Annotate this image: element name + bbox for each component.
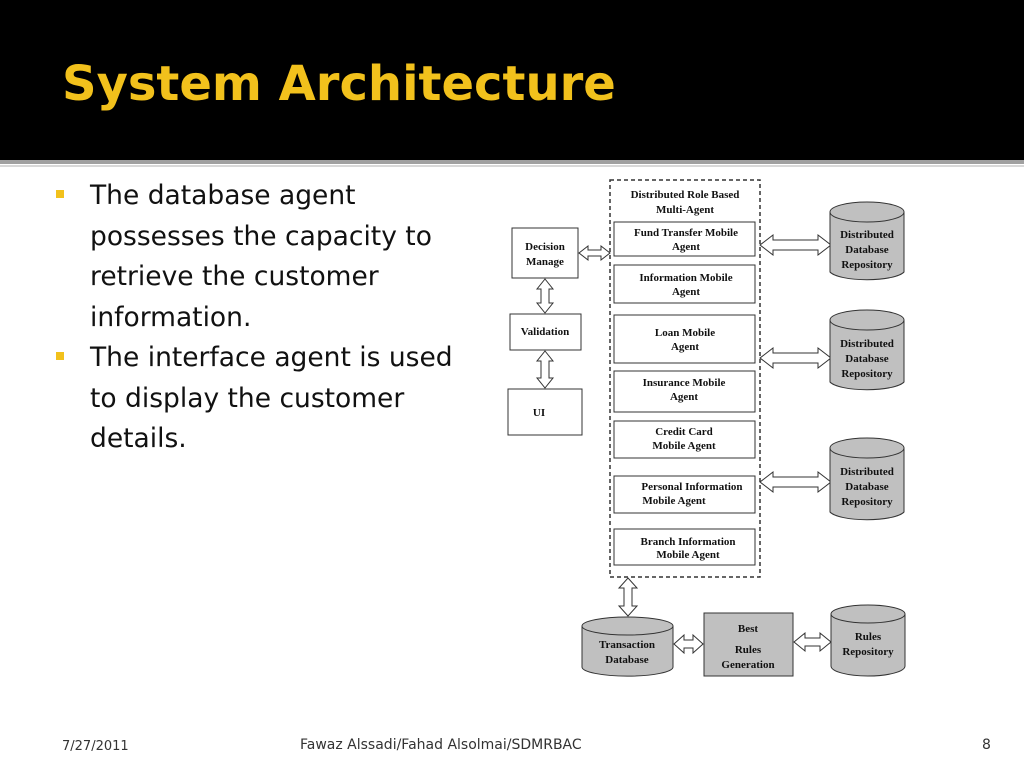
validation-box: Validation [509, 313, 582, 351]
double-arrow-icon [793, 631, 832, 653]
bullet-square-icon [56, 352, 64, 360]
bullet-text: The database agent possesses the capacit… [90, 180, 432, 333]
double-arrow-icon [578, 244, 611, 262]
footer-date: 7/27/2011 [62, 739, 129, 754]
page-number: 8 [982, 737, 991, 753]
bullet-item: The interface agent is used to display t… [52, 338, 482, 460]
double-arrow-icon [535, 278, 555, 389]
svg-text:Validation: Validation [521, 326, 570, 338]
bullet-square-icon [56, 190, 64, 198]
header-divider [0, 160, 1024, 164]
double-arrow-icon [617, 577, 639, 617]
bullet-text: The interface agent is used to display t… [90, 342, 453, 454]
footer-authors: Fawaz Alssadi/Fahad Alsolmai/SDMRBAC [300, 737, 582, 753]
svg-text:UI: UI [533, 407, 545, 419]
bullet-item: The database agent possesses the capacit… [52, 176, 482, 338]
title-bar [0, 0, 1024, 160]
ui-box: UI [507, 388, 583, 436]
double-arrow-icon [759, 233, 832, 494]
bullet-list: The database agent possesses the capacit… [52, 176, 482, 460]
header-divider-light [0, 165, 1024, 167]
slide-title: System Architecture [62, 56, 616, 112]
double-arrow-icon [673, 633, 704, 655]
